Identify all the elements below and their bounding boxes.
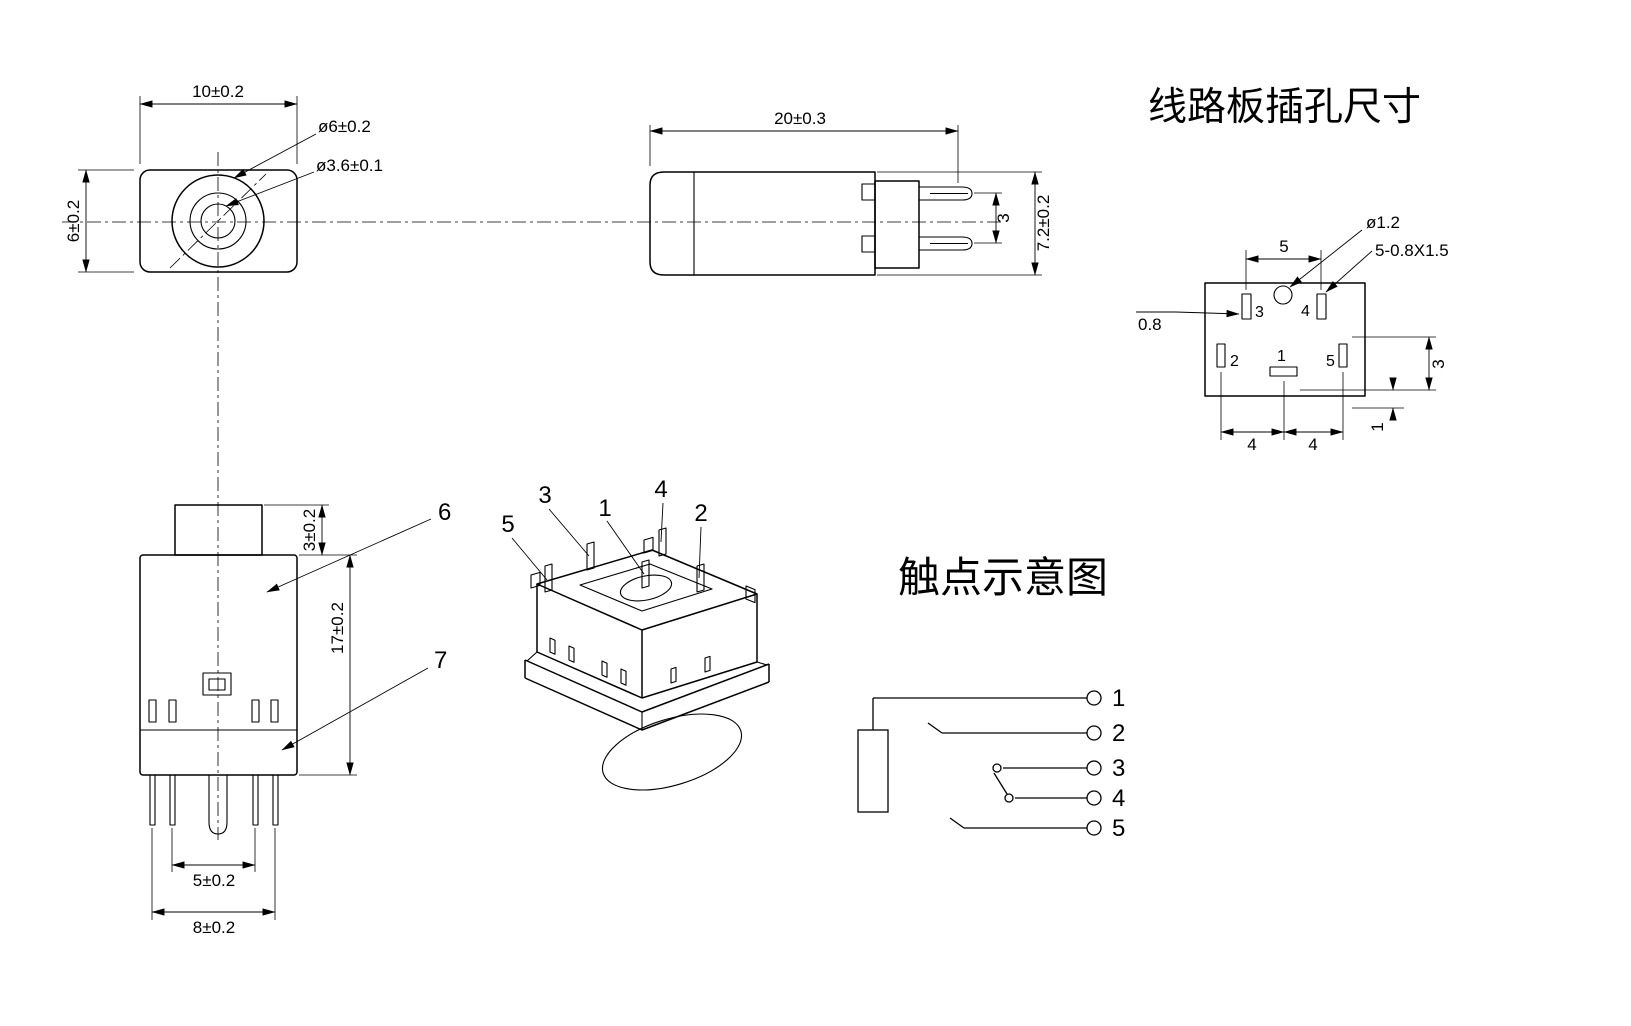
iso-pin-4 bbox=[658, 527, 667, 557]
iso-pin-label-4: 4 bbox=[654, 476, 667, 503]
iso-pin-3 bbox=[586, 541, 595, 571]
side-view: 20±0.3 3 7.2±0.2 bbox=[649, 109, 1053, 276]
terminal-2 bbox=[1086, 725, 1102, 741]
side-view-bracket bbox=[874, 180, 920, 269]
dim-side-length: 20±0.3 bbox=[774, 109, 826, 128]
top-view: 10±0.2 6±0.2 ø6±0.2 ø3.6±0.1 bbox=[64, 82, 383, 273]
iso-pin-5 bbox=[544, 563, 553, 593]
dim-front-body-height: 17±0.2 bbox=[328, 602, 347, 654]
pcb-dim-0p8: 0.8 bbox=[1138, 315, 1162, 334]
schematic-actuator bbox=[857, 729, 889, 813]
dim-front-pin-span-outer: 8±0.2 bbox=[193, 918, 235, 937]
contact-schematic: 触点示意图 1 2 3 4 5 bbox=[857, 554, 1125, 842]
pcb-title: 线路板插孔尺寸 bbox=[1148, 86, 1421, 129]
schematic-title: 触点示意图 bbox=[898, 554, 1108, 601]
pcb-pad-label-2: 2 bbox=[1230, 353, 1239, 370]
pcb-slot-spec-label: 5-0.8X1.5 bbox=[1375, 241, 1449, 260]
pcb-hole-diameter-label: ø1.2 bbox=[1366, 213, 1400, 232]
terminal-label-5: 5 bbox=[1112, 815, 1125, 842]
pcb-slot-1 bbox=[1269, 366, 1298, 377]
front-pin-2 bbox=[169, 774, 176, 826]
pcb-slot-4 bbox=[1316, 293, 1327, 320]
iso-pin-label-5: 5 bbox=[501, 511, 514, 538]
front-center-detail bbox=[202, 672, 232, 696]
callout-outer-diameter: ø6±0.2 bbox=[318, 117, 371, 136]
iso-pin-label-1: 1 bbox=[598, 495, 611, 522]
front-button bbox=[174, 504, 263, 556]
front-pin-5 bbox=[272, 774, 279, 826]
pcb-outline bbox=[1204, 282, 1366, 397]
terminal-label-4: 4 bbox=[1112, 785, 1125, 812]
pcb-pad-label-5: 5 bbox=[1326, 353, 1335, 370]
side-pin-lower bbox=[919, 236, 973, 251]
iso-pin-2 bbox=[696, 563, 705, 593]
dim-side-pin-pitch: 3 bbox=[994, 213, 1013, 222]
pcb-layout: 线路板插孔尺寸 3 4 2 1 5 5 ø1.2 5-0.8X1.5 0.8 bbox=[1136, 86, 1449, 454]
terminal-label-1: 1 bbox=[1112, 685, 1125, 712]
iso-pin-label-2: 2 bbox=[694, 500, 707, 527]
button-circle-mid bbox=[189, 192, 247, 250]
front-pin-4 bbox=[252, 774, 259, 826]
terminal-3 bbox=[1086, 760, 1102, 776]
dim-top-height: 6±0.2 bbox=[64, 200, 83, 242]
front-view: 3±0.2 17±0.2 5±0.2 8±0.2 6 7 bbox=[139, 499, 451, 937]
callout-inner-diameter: ø3.6±0.1 bbox=[316, 156, 383, 175]
terminal-1 bbox=[1086, 690, 1102, 706]
front-pin-1 bbox=[149, 774, 156, 826]
pcb-pad-label-3: 3 bbox=[1255, 304, 1264, 321]
pcb-pad-label-1: 1 bbox=[1277, 348, 1286, 365]
dim-top-width: 10±0.2 bbox=[192, 82, 244, 101]
iso-pin-label-3: 3 bbox=[538, 482, 551, 509]
button-circle-inner bbox=[200, 203, 236, 239]
callout-6: 6 bbox=[438, 499, 451, 526]
iso-top-face bbox=[536, 549, 758, 631]
terminal-5 bbox=[1086, 820, 1102, 836]
pcb-slot-2 bbox=[1216, 343, 1226, 368]
callout-7: 7 bbox=[434, 647, 447, 674]
pcb-dim-4-left: 4 bbox=[1247, 435, 1256, 454]
top-view-body bbox=[139, 169, 298, 273]
pcb-pad-label-4: 4 bbox=[1301, 303, 1310, 320]
terminal-label-3: 3 bbox=[1112, 755, 1125, 782]
button-circle-outer bbox=[171, 174, 265, 268]
dim-side-height: 7.2±0.2 bbox=[1034, 195, 1053, 252]
pcb-dim-4-right: 4 bbox=[1308, 435, 1317, 454]
pcb-dim-1: 1 bbox=[1368, 422, 1387, 431]
iso-button-cap bbox=[601, 713, 743, 791]
front-center-peg bbox=[208, 775, 228, 835]
terminal-label-2: 2 bbox=[1112, 720, 1125, 747]
pcb-slot-3 bbox=[1241, 293, 1252, 320]
pcb-slot-5 bbox=[1338, 343, 1348, 368]
pcb-dim-3: 3 bbox=[1429, 359, 1448, 368]
side-pin-upper bbox=[919, 186, 973, 201]
side-view-body bbox=[649, 171, 876, 276]
pcb-hole bbox=[1273, 285, 1293, 305]
front-body bbox=[139, 554, 298, 776]
isometric-view: 5 3 1 4 2 bbox=[501, 476, 770, 791]
terminal-4 bbox=[1086, 790, 1102, 806]
center-lines bbox=[62, 152, 1005, 840]
dim-front-button-height: 3±0.2 bbox=[300, 509, 319, 551]
pcb-dim-5: 5 bbox=[1279, 237, 1288, 256]
dim-front-pin-span-inner: 5±0.2 bbox=[193, 871, 235, 890]
